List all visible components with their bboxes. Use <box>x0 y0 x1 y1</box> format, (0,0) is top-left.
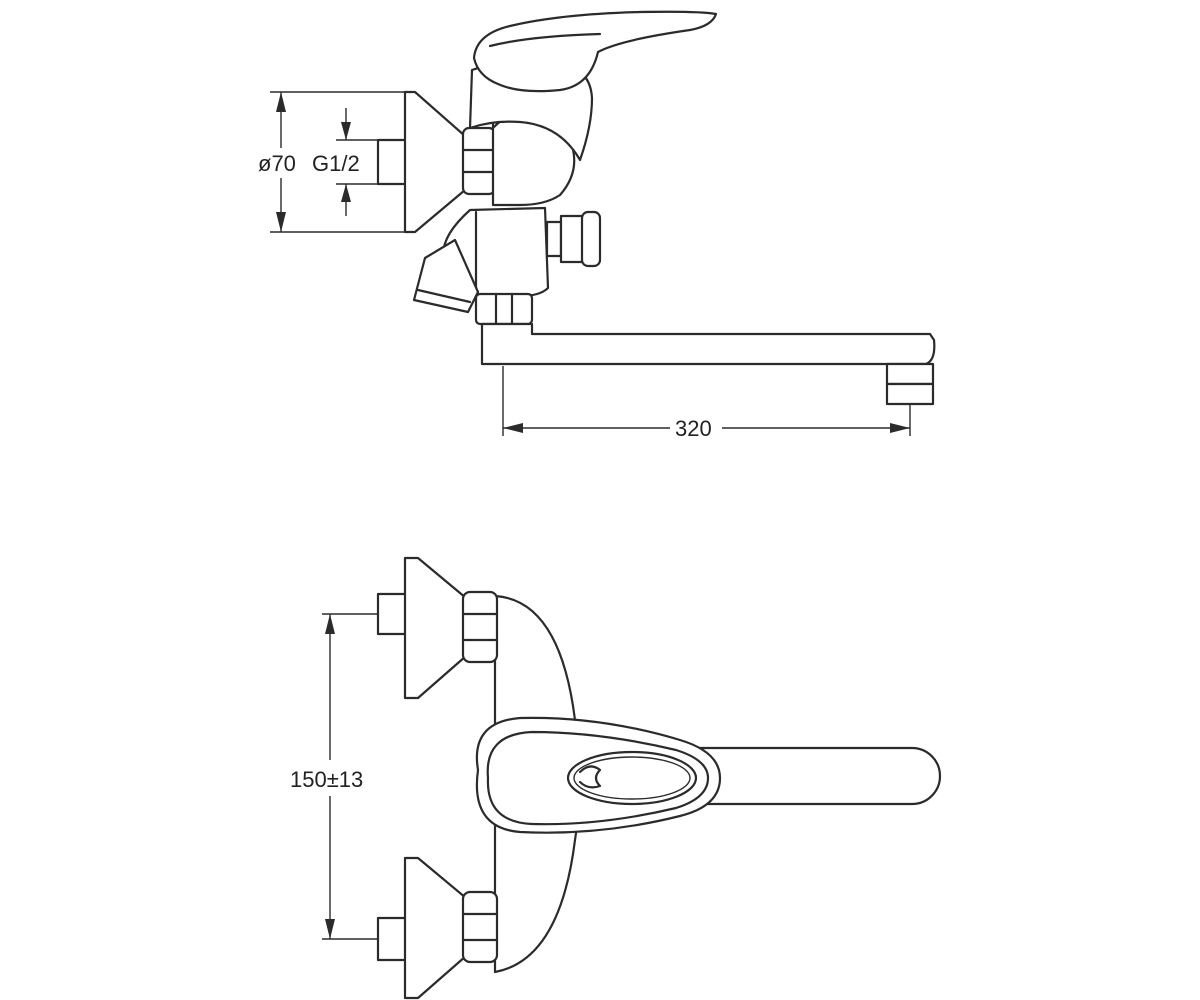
upper-connector <box>376 556 499 700</box>
top-view: 150±13 <box>290 556 942 1000</box>
side-view: ø70 G1/2 <box>258 10 936 441</box>
spout-reach-dimension: 320 <box>502 366 911 441</box>
thread-dimension: G1/2 <box>312 108 405 216</box>
spout-nut <box>474 292 534 326</box>
center-distance-label: 150±13 <box>290 767 363 792</box>
spout <box>480 322 936 366</box>
spout-top <box>698 746 942 806</box>
center-distance-dimension: 150±13 <box>290 613 380 940</box>
aerator <box>885 362 935 406</box>
shower-outlet <box>412 238 480 314</box>
inlet-pipe <box>376 138 408 186</box>
flange-diameter-dimension: ø70 <box>258 91 412 233</box>
thread-label: G1/2 <box>312 151 360 176</box>
diverter-knob <box>545 210 602 268</box>
spout-reach-label: 320 <box>675 416 712 441</box>
wall-flange <box>403 90 467 234</box>
logo-badge <box>566 750 698 806</box>
lower-connector <box>376 856 499 1000</box>
flange-diameter-label: ø70 <box>258 151 296 176</box>
connection-nut <box>461 126 497 196</box>
lever-handle <box>472 10 718 93</box>
